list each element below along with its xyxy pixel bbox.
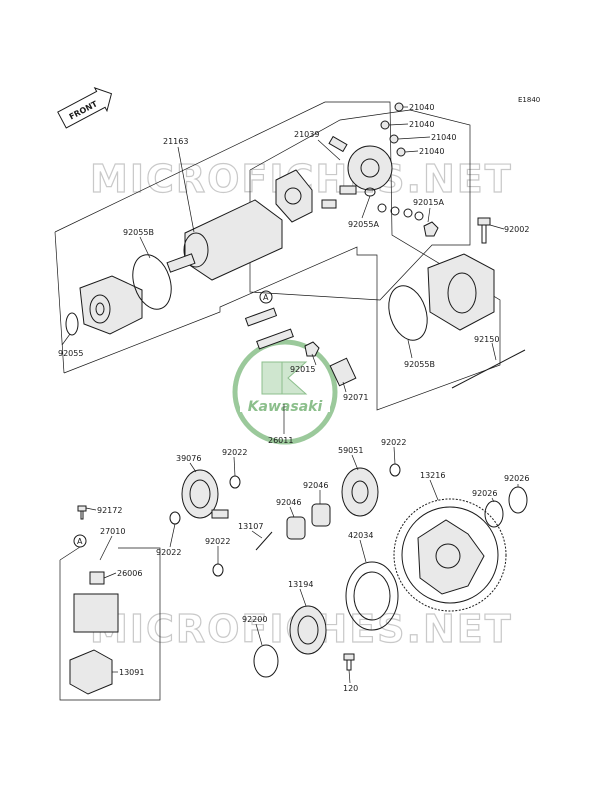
label-92002: 92002 xyxy=(504,225,529,234)
label-13091: 13091 xyxy=(119,668,144,677)
brush-holder-plate xyxy=(275,169,313,223)
label-120: 120 xyxy=(343,684,358,693)
label-42034: 42034 xyxy=(348,531,373,540)
bolt-120 xyxy=(343,653,355,671)
gear-59051 xyxy=(341,467,379,517)
washer-92022-b xyxy=(389,463,401,477)
label-92055B-left: 92055B xyxy=(123,228,154,237)
label-21040-b: 21040 xyxy=(409,120,434,129)
label-39076: 39076 xyxy=(176,454,201,463)
front-arrow-icon: FRONT xyxy=(57,86,113,129)
label-13216: 13216 xyxy=(420,471,445,480)
label-92022-a: 92022 xyxy=(222,448,247,457)
label-92055: 92055 xyxy=(58,349,83,358)
svg-text:A: A xyxy=(77,537,83,546)
starter-relay-27010 xyxy=(73,571,119,633)
relay-cover-13091 xyxy=(69,649,113,695)
label-21163: 21163 xyxy=(163,137,188,146)
brush-holder-frame xyxy=(249,109,471,301)
callout-a-bottom: A xyxy=(73,534,87,548)
label-92046-b: 92046 xyxy=(303,481,328,490)
label-92015A: 92015A xyxy=(413,198,444,207)
label-27010: 27010 xyxy=(100,527,125,536)
label-92200: 92200 xyxy=(242,615,267,624)
label-92150: 92150 xyxy=(474,335,499,344)
o-ring-92055 xyxy=(65,312,79,336)
terminal-parts xyxy=(244,307,357,387)
label-21040-d: 21040 xyxy=(419,147,444,156)
leader-lines xyxy=(61,106,519,684)
label-92071: 92071 xyxy=(343,393,368,402)
label-92046-a: 92046 xyxy=(276,498,301,507)
label-92026-a: 92026 xyxy=(472,489,497,498)
bolt-92002 xyxy=(477,217,491,244)
part-labels: 21163 21039 21040 21040 21040 21040 9205… xyxy=(58,103,529,693)
clutch-housing-42034 xyxy=(345,561,399,631)
ring-92026-a xyxy=(484,500,504,528)
starter-motor-body xyxy=(166,199,283,281)
label-21039: 21039 xyxy=(294,130,319,139)
label-13194: 13194 xyxy=(288,580,313,589)
logo-text: Kawasaki xyxy=(248,399,323,415)
brush-plate-21039 xyxy=(321,135,393,209)
bolt-92172 xyxy=(77,505,87,520)
o-ring-92055b-left xyxy=(132,254,172,310)
one-way-clutch-13194 xyxy=(289,605,327,655)
label-26011: 26011 xyxy=(268,436,293,445)
label-21040-c: 21040 xyxy=(431,133,456,142)
ref-code: E1840 xyxy=(518,96,540,104)
starter-assembly-frame xyxy=(54,101,501,411)
label-92022-d: 92022 xyxy=(205,537,230,546)
washer-92022-d xyxy=(212,563,224,577)
label-59051: 59051 xyxy=(338,446,363,455)
relay-group-frame xyxy=(59,547,161,701)
label-92022-b: 92022 xyxy=(381,438,406,447)
label-92055A: 92055A xyxy=(348,220,379,229)
label-21040-a: 21040 xyxy=(409,103,434,112)
label-92055B-right: 92055B xyxy=(404,360,435,369)
washers-92055a xyxy=(364,187,439,237)
starter-rear-cover xyxy=(427,253,495,331)
label-92172: 92172 xyxy=(97,506,122,515)
label-26006: 26006 xyxy=(117,569,142,578)
label-13107: 13107 xyxy=(238,522,263,531)
ring-92026-b xyxy=(508,486,528,514)
svg-text:A: A xyxy=(263,293,269,302)
clutch-gear-13216 xyxy=(393,498,507,612)
o-ring-92055b-right xyxy=(388,285,428,341)
long-bolt-92150 xyxy=(451,349,526,389)
callout-a-top: A xyxy=(259,290,273,304)
washer-92022-c xyxy=(169,511,181,525)
shaft-13107 xyxy=(255,531,273,551)
washer-92022-a xyxy=(229,475,241,489)
washer-92200 xyxy=(253,644,279,678)
gear-39076 xyxy=(181,469,229,519)
needle-bearings-92046 xyxy=(286,503,331,540)
label-92015: 92015 xyxy=(290,365,315,374)
kawasaki-logo: Kawasaki xyxy=(232,339,338,445)
starter-front-cover xyxy=(79,275,143,335)
label-92022-c: 92022 xyxy=(156,548,181,557)
label-92026-b: 92026 xyxy=(504,474,529,483)
